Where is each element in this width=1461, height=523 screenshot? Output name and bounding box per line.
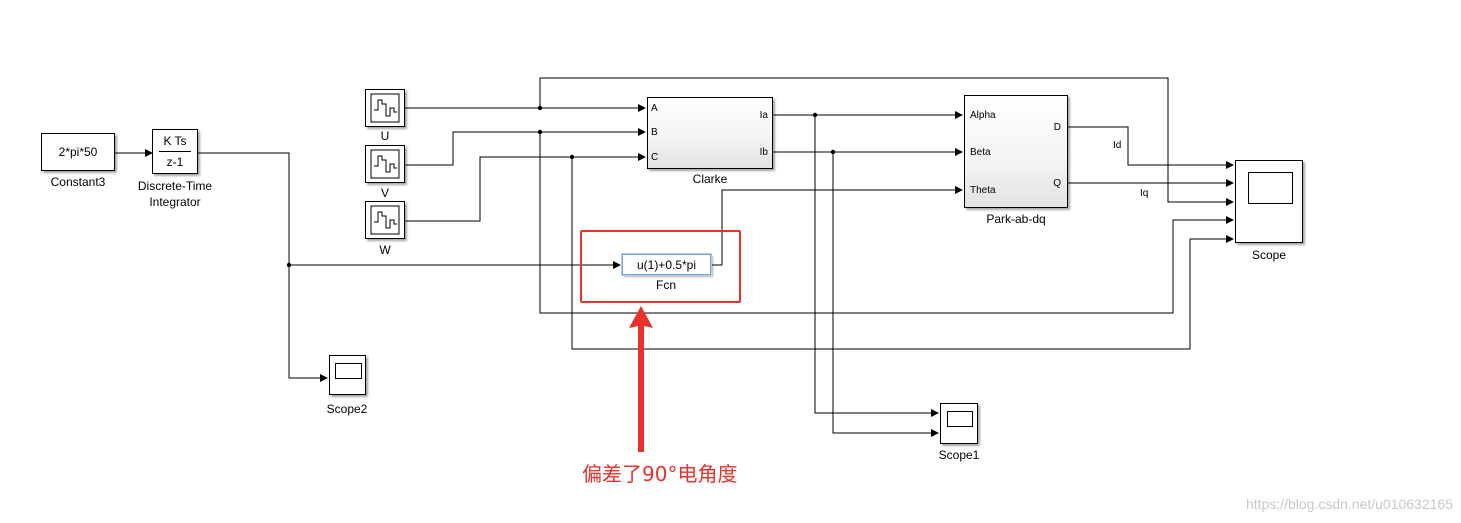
line-c-branch	[571, 157, 1234, 350]
scope-label: Scope	[1251, 248, 1287, 262]
source-w-label: W	[379, 243, 391, 257]
junction-dot	[537, 105, 543, 111]
source-v-label: V	[380, 186, 389, 200]
junction-dot	[812, 112, 818, 118]
source-v-block[interactable]	[365, 145, 405, 183]
park-port-beta: Beta	[970, 147, 991, 158]
integrator-label: Discrete-Time Integrator	[137, 179, 213, 209]
line-v-to-clarke-b	[405, 128, 646, 166]
clarke-label: Clarke	[692, 172, 728, 186]
clarke-port-b: B	[651, 127, 658, 138]
source-u-block[interactable]	[365, 89, 405, 127]
scope2-screen-icon	[335, 363, 362, 379]
scope1-block[interactable]	[940, 403, 978, 444]
fcn-label: Fcn	[655, 278, 676, 292]
junction-dot	[569, 154, 575, 160]
park-label: Park-ab-dq	[986, 212, 1046, 226]
line-fcn-to-theta	[711, 186, 963, 266]
integrator-denominator: z-1	[166, 155, 184, 169]
clarke-port-ia: Ia	[759, 110, 768, 121]
line-d-to-scope	[1068, 126, 1234, 169]
junction-dot	[537, 129, 543, 135]
scope1-screen-icon	[947, 411, 973, 427]
clarke-port-ib: Ib	[759, 147, 768, 158]
park-block[interactable]: Alpha Beta Theta D Q	[964, 95, 1068, 208]
line-ia-to-scope1	[814, 115, 939, 417]
scope2-block[interactable]	[329, 355, 366, 395]
clarke-port-a: A	[651, 103, 658, 114]
annotation-text: 偏差了90°电角度	[582, 462, 738, 486]
line-u-branch-top	[539, 77, 1234, 206]
scope2-label: Scope2	[326, 402, 368, 416]
scope-screen-icon	[1248, 172, 1293, 204]
junction-dot	[286, 262, 292, 268]
source-w-block[interactable]	[365, 201, 405, 239]
clarke-port-c: C	[651, 152, 659, 163]
signal-source-icon	[370, 93, 400, 123]
constant-label: Constant3	[50, 175, 106, 189]
annotation-arrow-icon	[629, 306, 653, 452]
park-port-q: Q	[1053, 178, 1061, 189]
watermark: https://blog.csdn.net/u010632165	[1245, 496, 1453, 512]
integrator-block[interactable]: K Ts z-1	[152, 129, 198, 174]
constant-value: 2*pi*50	[58, 145, 98, 159]
signal-id-label: Id	[1113, 140, 1122, 151]
line-b-branch	[539, 132, 1234, 314]
signal-source-icon	[370, 205, 400, 235]
clarke-block[interactable]: A B C Ia Ib	[647, 97, 773, 169]
integrator-numerator: K Ts	[163, 134, 187, 148]
signal-iq-label: Iq	[1140, 188, 1149, 199]
line-w-to-clarke-c	[405, 153, 646, 222]
park-port-d: D	[1053, 122, 1061, 133]
highlight-box	[580, 230, 741, 303]
fcn-block[interactable]: u(1)+0.5*pi	[622, 254, 711, 275]
park-port-theta: Theta	[970, 185, 996, 196]
scope-block[interactable]	[1235, 160, 1303, 243]
constant-block[interactable]: 2*pi*50	[41, 133, 115, 171]
source-u-label: U	[380, 129, 390, 143]
integrator-fraction-bar	[159, 151, 191, 152]
line-ib-to-scope1	[832, 152, 939, 437]
scope1-label: Scope1	[938, 448, 980, 462]
park-port-alpha: Alpha	[970, 110, 996, 121]
signal-source-icon	[370, 149, 400, 179]
junction-dot	[830, 149, 836, 155]
fcn-expression: u(1)+0.5*pi	[636, 257, 697, 272]
